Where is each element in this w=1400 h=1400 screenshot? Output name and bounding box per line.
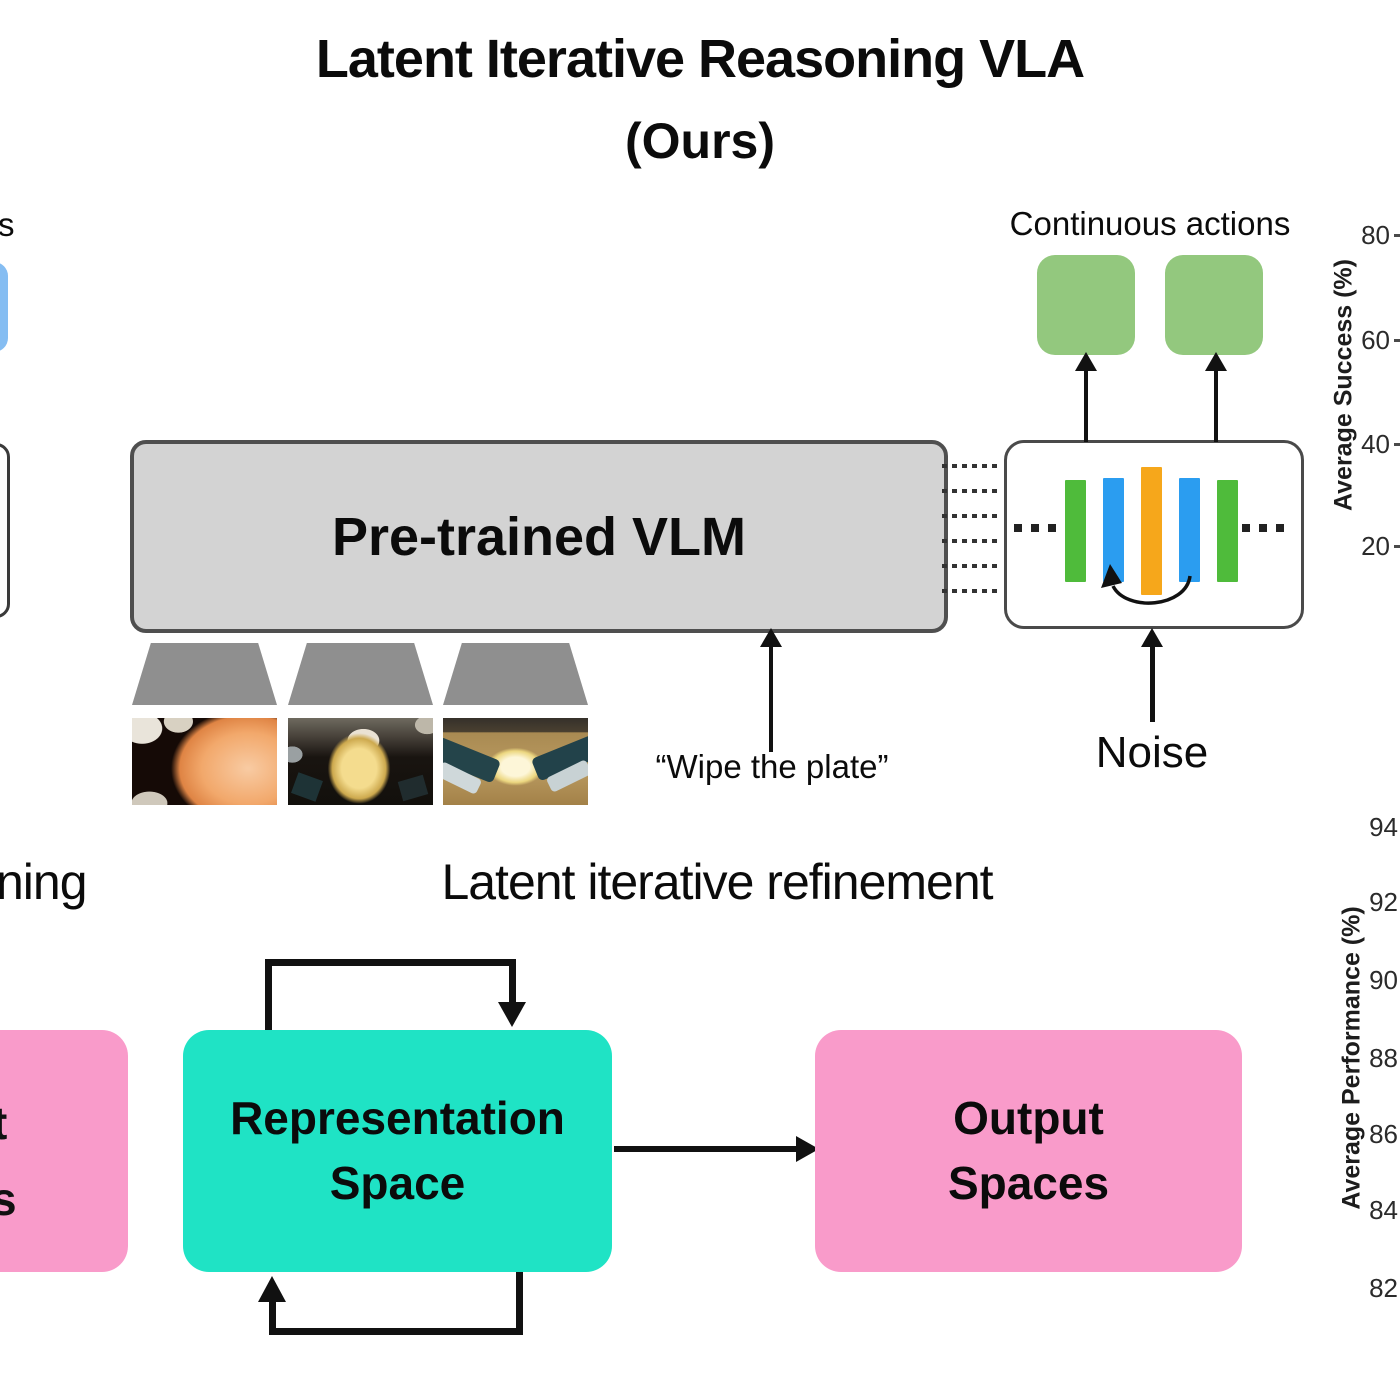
action-arrow-line: [1084, 368, 1088, 442]
axis-tick: 84: [1369, 1195, 1398, 1225]
latent-iterative-refinement-heading: Latent iterative refinement: [441, 854, 993, 910]
action-arrow-up-icon: [1075, 352, 1097, 371]
cut-left-heading-fragment: ning: [0, 854, 88, 910]
action-arrow-line: [1214, 368, 1218, 442]
action-arrow-up-icon: [1205, 352, 1227, 371]
representation-space-box: Representation Space: [183, 1030, 612, 1272]
pretrained-vlm-label: Pre-trained VLM: [331, 506, 747, 567]
cut-left-actions-label-fragment: s: [0, 206, 15, 243]
axis-tick: 88: [1369, 1043, 1398, 1073]
output-spaces-label-line2: Spaces: [947, 1157, 1110, 1209]
noise-arrow-line: [1150, 646, 1155, 722]
figure-title: Latent Iterative Reasoning VLA: [315, 29, 1085, 89]
top-loop-line: [265, 959, 272, 1030]
continuous-action-box: [1165, 255, 1263, 355]
dotted-connector: [942, 464, 1002, 468]
instruction-arrow-line: [769, 646, 773, 752]
cut-left-output-box: [0, 1030, 128, 1272]
token-bar-green: [1065, 480, 1086, 582]
figure-subtitle-ours: (Ours): [625, 113, 775, 169]
vision-encoder-trapezoid: [443, 643, 588, 705]
dotted-connector: [942, 589, 1002, 593]
noise-label: Noise: [1095, 728, 1209, 777]
continuous-action-box: [1037, 255, 1135, 355]
axis-tick: 80: [1361, 220, 1390, 250]
token-bar-blue: [1103, 478, 1124, 582]
axis-tick: 92: [1369, 887, 1398, 917]
gripper-shape: [397, 774, 429, 802]
gripper-shape: [291, 772, 323, 802]
top-loop-line: [265, 959, 516, 966]
vision-encoder-trapezoid: [132, 643, 277, 705]
dotted-connector: [942, 489, 1002, 493]
representation-space-label-line1: Representation: [230, 1092, 565, 1145]
axis-tick-mark: [1394, 234, 1400, 237]
ellipsis-dots-left: [1014, 524, 1056, 532]
bottom-loop-arrow-up-icon: [258, 1276, 286, 1302]
camera-image-wrist-left: [132, 718, 277, 805]
token-bar-orange: [1141, 467, 1162, 595]
ellipsis-dots-right: [1242, 524, 1284, 532]
upper-axis-label: Average Success (%): [1329, 259, 1358, 511]
output-spaces-box: Output Spaces: [815, 1030, 1242, 1272]
cut-left-action-token-box: [0, 262, 8, 352]
axis-tick-mark: [1394, 339, 1400, 342]
axis-tick: 40: [1361, 429, 1390, 459]
top-loop-arrow-down-icon: [498, 1002, 526, 1027]
axis-tick: 20: [1361, 531, 1390, 561]
axis-tick: 60: [1361, 325, 1390, 355]
top-loop-line: [509, 959, 516, 1004]
output-spaces-label-line1: Output: [953, 1092, 1104, 1145]
bottom-loop-line: [516, 1272, 523, 1335]
dotted-connector: [942, 539, 1002, 543]
representation-to-output-arrow-line: [614, 1146, 798, 1152]
bottom-loop-line: [269, 1302, 276, 1335]
instruction-text: “Wipe the plate”: [655, 748, 889, 785]
axis-tick: 82: [1369, 1273, 1398, 1303]
axis-tick: 90: [1369, 965, 1398, 995]
axis-tick: 94: [1369, 812, 1398, 842]
axis-tick-mark: [1394, 545, 1400, 548]
representation-space-label-line2: Space: [329, 1157, 466, 1209]
pretrained-vlm-box: Pre-trained VLM: [130, 440, 948, 633]
vision-encoder-trapezoid: [288, 643, 433, 705]
camera-image-wrist-right: [288, 718, 433, 805]
continuous-actions-label: Continuous actions: [1009, 205, 1291, 242]
cut-left-output-box-text-fragment: s: [0, 1173, 17, 1225]
dotted-connector: [942, 564, 1002, 568]
arrow-right-icon: [796, 1136, 819, 1162]
bottom-loop-line: [269, 1328, 523, 1335]
refine-loop-curved-arrow: [1101, 564, 1192, 605]
cut-left-model-box: [0, 443, 10, 618]
cut-left-output-box-text-fragment: t: [0, 1096, 7, 1150]
token-bar-blue: [1179, 478, 1200, 582]
instruction-arrow-up-icon: [760, 628, 782, 647]
camera-image-top: [443, 718, 588, 805]
axis-tick: 86: [1369, 1119, 1398, 1149]
dotted-connector: [942, 514, 1002, 518]
token-bar-green: [1217, 480, 1238, 582]
axis-tick-mark: [1394, 443, 1400, 446]
noise-arrow-up-icon: [1141, 628, 1163, 647]
